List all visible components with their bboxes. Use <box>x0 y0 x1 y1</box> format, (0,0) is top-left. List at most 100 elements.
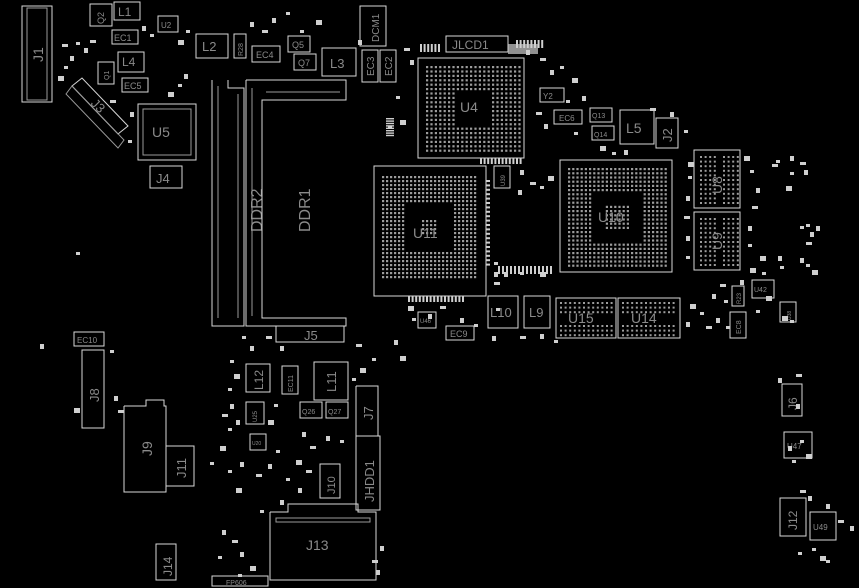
component-Q1[interactable]: Q1 <box>97 61 115 85</box>
component-Q26[interactable]: Q26 <box>299 401 323 419</box>
component-L10[interactable]: L10 <box>487 295 519 329</box>
component-J13[interactable]: J13 <box>269 503 377 581</box>
component-EC9[interactable]: EC9 <box>445 325 475 341</box>
label-J4: J4 <box>156 171 170 186</box>
component-EC1[interactable]: EC1 <box>111 29 139 45</box>
component-U39[interactable]: U39 <box>493 165 511 189</box>
label-R23: R23 <box>737 292 743 304</box>
component-DCM1[interactable]: DCM1 <box>359 5 387 47</box>
component-Q5[interactable]: Q5 <box>287 35 311 53</box>
smd-passives <box>40 12 854 577</box>
component-Q27[interactable]: Q27 <box>325 401 349 419</box>
label-U10: U10 <box>598 209 624 225</box>
label-Q14: Q14 <box>594 132 607 139</box>
component-Q2[interactable]: Q2 <box>89 3 113 27</box>
label-Q13: Q13 <box>592 113 605 120</box>
component-U14[interactable]: U14 <box>617 297 681 339</box>
component-U4[interactable]: U4 <box>417 57 525 159</box>
component-U38[interactable]: U38 <box>779 301 797 323</box>
component-J10[interactable]: J10 <box>319 463 341 499</box>
component-L4[interactable]: L4 <box>117 51 145 73</box>
label-U15: U15 <box>568 310 594 326</box>
component-J12[interactable]: J12 <box>779 497 807 537</box>
component-J9[interactable]: J9 <box>123 399 167 493</box>
component-L5[interactable]: L5 <box>619 109 655 145</box>
label-U42: U42 <box>754 287 767 294</box>
component-J11[interactable]: J11 <box>165 445 195 487</box>
component-U20[interactable]: U20 <box>249 433 267 451</box>
component-JHDD1[interactable]: JHDD1 <box>355 435 381 511</box>
label-J14: J14 <box>161 556 175 576</box>
u10-ball-grid <box>568 168 667 267</box>
component-U49[interactable]: U49 <box>809 511 837 541</box>
label-DDR1: DDR1 <box>297 188 314 232</box>
component-J8[interactable]: J8 <box>81 349 105 429</box>
component-EC8[interactable]: EC8 <box>729 311 747 339</box>
label-U8: U8 <box>709 176 725 194</box>
label-EC2: EC2 <box>384 56 395 76</box>
component-J4[interactable]: J4 <box>149 165 183 189</box>
component-EC3[interactable]: EC3 <box>361 49 379 83</box>
component-L9[interactable]: L9 <box>523 295 551 329</box>
label-U14: U14 <box>631 310 657 326</box>
u4-ball-grid <box>426 66 521 152</box>
component-J1[interactable]: J1 <box>21 5 53 103</box>
label-EC11: EC11 <box>288 375 295 392</box>
component-J14[interactable]: J14 <box>155 543 177 581</box>
label-J5: J5 <box>304 328 318 343</box>
label-J1: J1 <box>30 47 46 62</box>
label-EC5: EC5 <box>124 81 142 91</box>
component-R28[interactable]: R28 <box>233 33 247 59</box>
component-L3[interactable]: L3 <box>321 47 357 77</box>
component-J5[interactable]: J5 <box>275 325 345 343</box>
component-EC4[interactable]: EC4 <box>251 45 281 63</box>
component-L12[interactable]: L12 <box>245 363 271 393</box>
component-L2[interactable]: L2 <box>195 33 229 59</box>
component-U9[interactable]: U9 <box>693 211 741 271</box>
label-FP606: FP606 <box>226 580 247 587</box>
u8-pin-grid <box>700 156 739 204</box>
component-U46[interactable]: U46 <box>417 311 437 329</box>
label-U5: U5 <box>152 124 170 140</box>
component-U42[interactable]: U42 <box>751 279 775 299</box>
component-U8[interactable]: U8 <box>693 149 741 209</box>
label-U9: U9 <box>709 232 725 250</box>
label-L10: L10 <box>490 305 512 320</box>
component-Q13[interactable]: Q13 <box>589 107 613 123</box>
component-L1[interactable]: L1 <box>113 1 141 21</box>
label-EC3: EC3 <box>366 56 377 76</box>
label-U2: U2 <box>161 21 172 30</box>
component-R23[interactable]: R23 <box>731 285 745 307</box>
component-Q14[interactable]: Q14 <box>591 125 615 141</box>
label-EC9: EC9 <box>450 329 468 339</box>
component-EC5[interactable]: EC5 <box>121 77 149 93</box>
label-L1: L1 <box>118 5 132 19</box>
label-Q2: Q2 <box>96 12 106 24</box>
component-J2[interactable]: J2 <box>655 117 679 149</box>
component-U2[interactable]: U2 <box>157 15 179 33</box>
label-J9: J9 <box>139 441 155 456</box>
component-EC10[interactable]: EC10 <box>73 331 105 347</box>
component-Q7[interactable]: Q7 <box>293 53 317 71</box>
label-DCM1: DCM1 <box>371 13 382 42</box>
label-EC6: EC6 <box>559 114 575 123</box>
label-U20: U20 <box>252 441 261 447</box>
component-EC6[interactable]: EC6 <box>553 109 583 125</box>
component-Y2[interactable]: Y2 <box>539 87 565 103</box>
component-EC11[interactable]: EC11 <box>281 365 299 395</box>
jlcd1-pins <box>508 44 538 54</box>
label-U46: U46 <box>420 319 432 325</box>
label-L4: L4 <box>122 55 136 69</box>
component-L11[interactable]: L11 <box>313 361 349 401</box>
component-U15[interactable]: U15 <box>555 297 617 339</box>
component-EC2[interactable]: EC2 <box>379 49 397 83</box>
label-L12: L12 <box>252 370 266 390</box>
component-U47[interactable]: U47 <box>783 431 813 459</box>
component-U5[interactable]: U5 <box>137 103 197 161</box>
label-L9: L9 <box>529 305 543 320</box>
label-R28: R28 <box>238 43 245 56</box>
component-U10[interactable]: U10 <box>559 159 673 273</box>
component-U25[interactable]: U25 <box>245 401 265 425</box>
label-J2: J2 <box>660 128 675 142</box>
label-U25: U25 <box>253 410 259 422</box>
